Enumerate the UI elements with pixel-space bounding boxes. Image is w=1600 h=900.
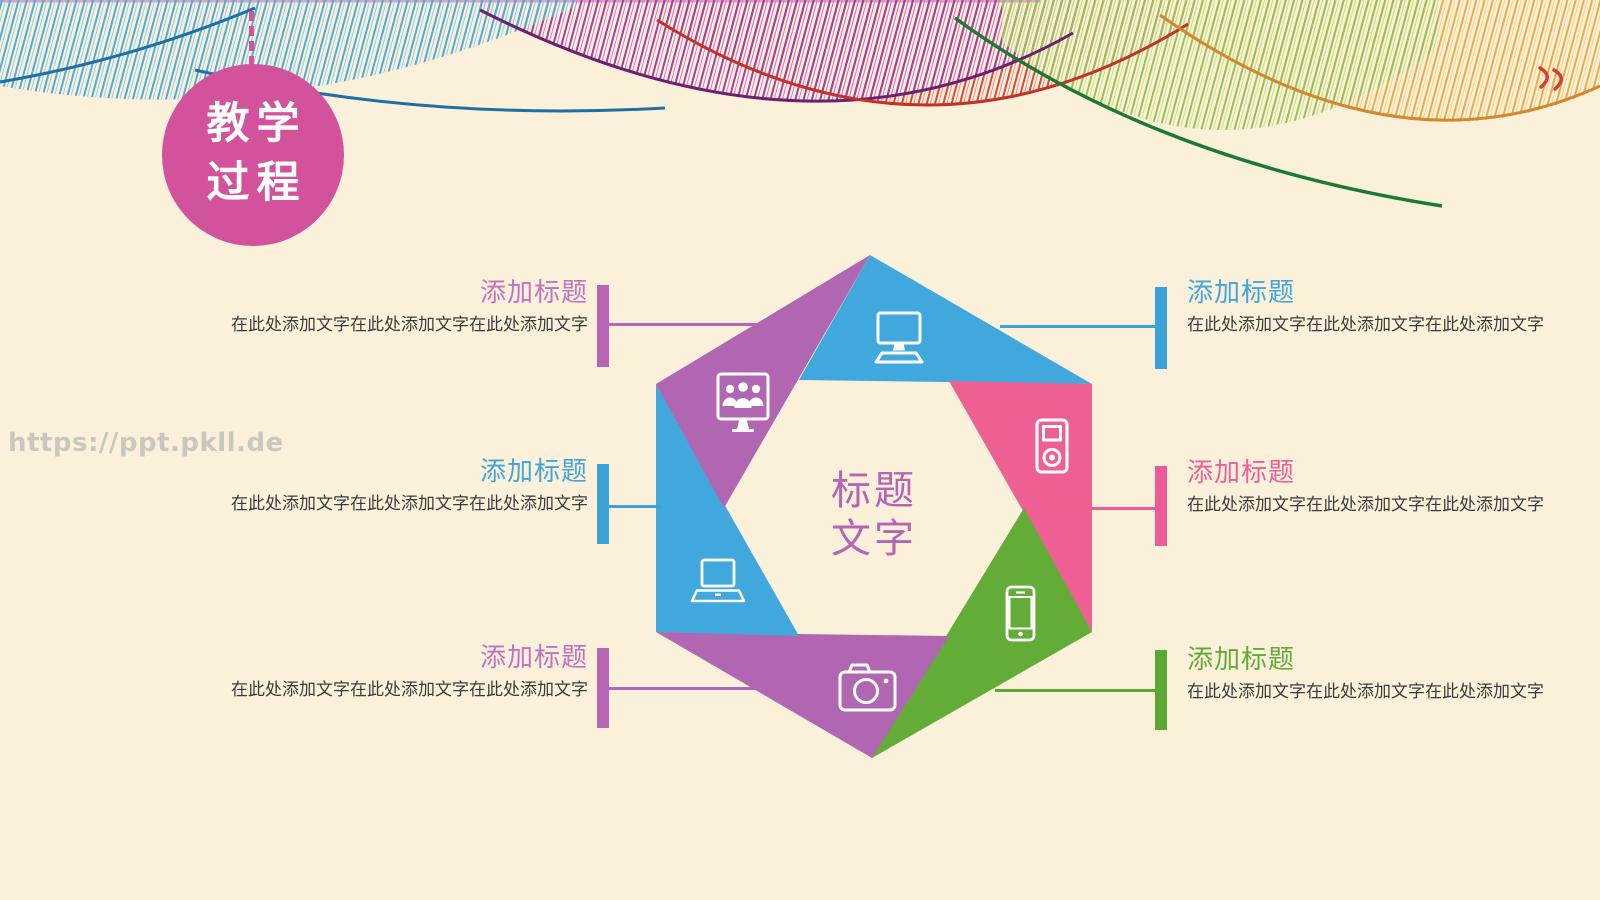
header-leaf-decoration [0,0,1600,208]
blade-top-left-purple [656,255,870,508]
callout-bar-right-middle [1155,466,1167,546]
connector-line-right-bottom [995,689,1155,692]
center-title-line1: 标题 [831,468,917,514]
connector-line-right-top [1000,325,1155,328]
blade-bottom-right-green [872,508,1092,758]
callout-left-top: 添加标题 在此处添加文字在此处添加文字在此处添加文字 [228,278,588,336]
watermark-url: https://ppt.pkll.de [8,428,284,458]
leaf-purple-outline [479,8,1074,103]
callout-left-bottom: 添加标题 在此处添加文字在此处添加文字在此处添加文字 [228,643,588,701]
leaf-blue-outline [0,6,256,84]
presentation-audience-icon [716,372,770,432]
connector-line-left-middle [608,505,662,508]
callout-right-bottom: 添加标题 在此处添加文字在此处添加文字在此处添加文字 [1187,645,1547,703]
callout-body: 在此处添加文字在此处添加文字在此处添加文字 [1187,682,1544,702]
badge-title-line1: 教学 [206,99,307,149]
leaf-green-outline [953,16,1443,208]
callout-bar-left-middle [597,464,609,544]
portable-media-player-icon [1035,418,1069,474]
callout-body: 在此处添加文字在此处添加文字在此处添加文字 [231,315,588,335]
callout-bar-right-top [1155,287,1167,369]
leaf-blue [0,0,575,100]
badge-hanger-dashed-line [249,11,254,66]
section-badge: 教学 过程 [162,64,344,246]
callout-title: 添加标题 [479,278,588,308]
callout-right-top: 添加标题 在此处添加文字在此处添加文字在此处添加文字 [1187,278,1547,336]
desktop-computer-icon [874,311,924,364]
blade-top-blue [799,255,1092,384]
leaf-purple [478,0,1075,101]
callout-left-middle: 添加标题 在此处添加文字在此处添加文字在此处添加文字 [228,457,588,515]
callout-title: 添加标题 [1187,458,1296,488]
leaf-green [1002,0,1438,131]
leaf-orange-outline [1159,13,1600,122]
badge-title-line2: 过程 [206,158,307,208]
callout-body: 在此处添加文字在此处添加文字在此处添加文字 [1187,315,1544,335]
callout-title: 添加标题 [1187,278,1296,308]
callout-bar-left-bottom [597,648,609,728]
callout-title: 添加标题 [479,457,588,487]
callout-title: 添加标题 [479,643,588,673]
callout-bar-left-top [597,285,609,367]
callout-body: 在此处添加文字在此处添加文字在此处添加文字 [231,494,588,514]
center-title-line2: 文字 [831,516,917,562]
callout-right-middle: 添加标题 在此处添加文字在此处添加文字在此处添加文字 [1187,458,1547,516]
callout-body: 在此处添加文字在此处添加文字在此处添加文字 [231,680,588,700]
laptop-icon [690,558,746,603]
red-chevron-mark [1538,66,1563,91]
camera-icon [838,663,897,712]
callout-title: 添加标题 [1187,645,1296,675]
leaf-red-outline [656,18,1189,107]
callout-body: 在此处添加文字在此处添加文字在此处添加文字 [1187,495,1544,515]
connector-line-left-bottom [608,687,762,690]
callout-bar-right-bottom [1155,650,1167,730]
connector-line-left-top [608,323,770,326]
blade-bottom-purple [656,632,949,758]
smartphone-icon [1005,585,1036,642]
connector-line-right-middle [1092,507,1155,510]
